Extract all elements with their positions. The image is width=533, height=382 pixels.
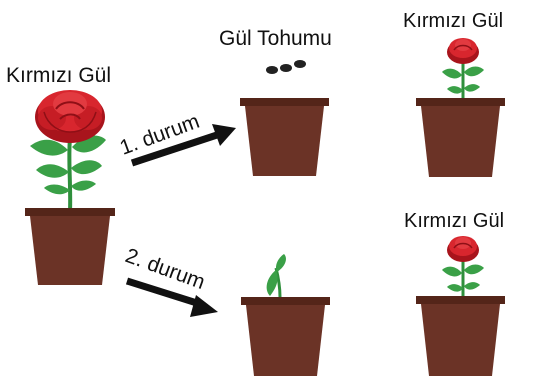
arrow-2-head bbox=[190, 295, 218, 317]
parent-stem bbox=[67, 137, 73, 213]
arrow-case-2: 2. durum bbox=[122, 244, 218, 317]
arrow-1-head bbox=[212, 124, 236, 146]
result-bottom-label: Kırmızı Gül bbox=[404, 210, 504, 232]
seed-pot-group: Gül Tohumu bbox=[219, 27, 332, 176]
arrow-case-1: 1. durum bbox=[117, 110, 236, 167]
result-rose-bottom-group: Kırmızı Gül bbox=[404, 210, 505, 376]
parent-rose-label: Kırmızı Gül bbox=[6, 64, 111, 87]
parent-flower-pot bbox=[25, 208, 115, 285]
result-top-flower-pot bbox=[416, 98, 505, 177]
seed-icon bbox=[266, 60, 306, 74]
sprout-flower-pot bbox=[241, 297, 330, 376]
sprout-icon bbox=[266, 254, 286, 298]
result-top-bloom bbox=[447, 38, 479, 64]
result-bottom-bloom bbox=[447, 236, 479, 262]
sprout-pot-group bbox=[241, 254, 330, 376]
seed-label: Gül Tohumu bbox=[219, 27, 332, 50]
arrow-2-shaft bbox=[125, 277, 202, 308]
result-rose-top-group: Kırmızı Gül bbox=[403, 10, 505, 177]
parent-leaves bbox=[30, 135, 106, 195]
result-bottom-flower-pot bbox=[416, 296, 505, 376]
seed-flower-pot bbox=[240, 98, 329, 176]
parent-rose-group: Kırmızı Gül bbox=[6, 64, 115, 285]
arrow-1-shaft bbox=[130, 130, 222, 167]
parent-rose-bloom bbox=[35, 90, 105, 143]
result-top-label: Kırmızı Gül bbox=[403, 10, 503, 32]
